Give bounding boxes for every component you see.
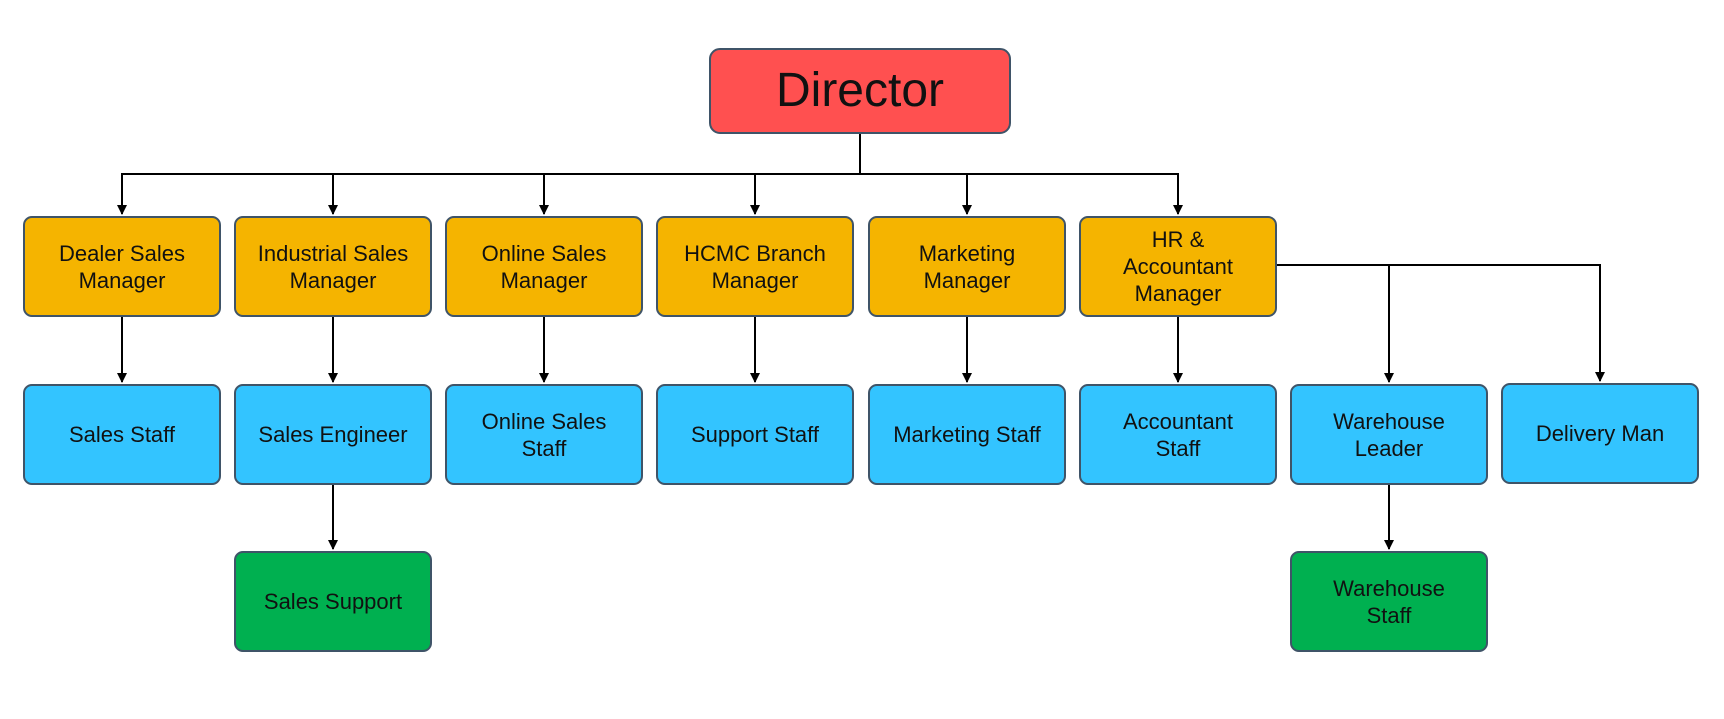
node-label-line: Sales Engineer <box>258 422 408 447</box>
node-label-line: Manager <box>289 267 377 293</box>
node-label-line: Leader <box>1354 435 1424 461</box>
node-label: Marketing Staff <box>893 421 1041 448</box>
node-label-line: Manager <box>923 267 1011 293</box>
node-delivery-man[interactable]: Delivery Man <box>1501 383 1699 484</box>
node-label: Sales Engineer <box>258 421 407 448</box>
node-label-line: Staff <box>1366 602 1412 628</box>
connector-hr-whleader <box>1277 264 1394 383</box>
node-label: Sales Staff <box>69 421 175 448</box>
node-label-line: Sales Staff <box>69 422 175 447</box>
node-label: Sales Support <box>264 588 402 615</box>
node-label-line: HCMC Branch <box>684 240 826 266</box>
node-label: Delivery Man <box>1536 420 1664 447</box>
node-label-line: Delivery Man <box>1535 421 1665 446</box>
node-marketing-staff[interactable]: Marketing Staff <box>868 384 1066 485</box>
node-label-line: Accountant <box>1122 408 1234 434</box>
node-sales-support[interactable]: Sales Support <box>234 551 432 652</box>
node-director[interactable]: Director <box>709 48 1011 134</box>
node-label-line: Dealer Sales <box>59 240 185 266</box>
node-label-line: Warehouse <box>1333 575 1445 601</box>
node-label: Director <box>776 63 944 119</box>
connector-hr-delivery <box>1277 264 1605 382</box>
node-sales-engineer[interactable]: Sales Engineer <box>234 384 432 485</box>
node-sales-staff[interactable]: Sales Staff <box>23 384 221 485</box>
node-label-line: Director <box>775 64 945 117</box>
node-label-line: HR & <box>1151 227 1205 252</box>
node-label-line: Manager <box>1134 281 1222 306</box>
node-label-line: Support Staff <box>690 422 819 447</box>
node-label-line: Manager <box>500 267 588 293</box>
node-support-staff[interactable]: Support Staff <box>656 384 854 485</box>
node-label-line: Staff <box>521 435 567 461</box>
node-label-line: Marketing Staff <box>893 422 1041 447</box>
node-label-line: Industrial Sales <box>257 240 409 266</box>
node-label-line: Warehouse <box>1333 408 1445 434</box>
node-label-line: Accountant <box>1122 254 1234 279</box>
node-label-line: Online Sales <box>481 240 607 266</box>
connector-director-hr <box>859 134 1183 215</box>
node-label-line: Marketing <box>918 240 1016 266</box>
node-label-line: Online Sales <box>481 408 607 434</box>
node-label-line: Sales Support <box>263 589 403 614</box>
node-label-line: Manager <box>711 267 799 293</box>
node-label-line: Manager <box>78 267 166 293</box>
connector-director-hcmc <box>750 134 861 215</box>
node-label: Support Staff <box>691 421 819 448</box>
node-label-line: Staff <box>1155 435 1201 461</box>
